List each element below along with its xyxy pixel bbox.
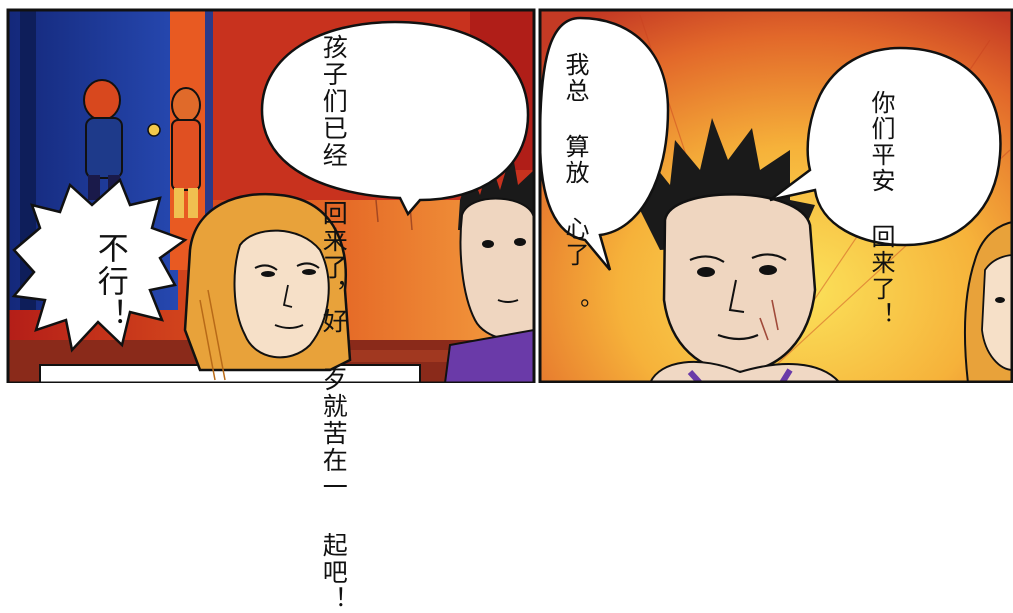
boy-thought-line: 我总	[561, 52, 589, 104]
welcome-speech-text: 你们平安 回来了！	[866, 90, 896, 328]
door-knob	[147, 123, 161, 137]
mother-speech-bubble	[260, 20, 530, 217]
mother-speech-text: 孩子们已经 回来了，好 歹就苦在一 起吧！	[318, 34, 349, 613]
panel-left	[8, 10, 534, 383]
mother-speech-line: 起吧！	[319, 532, 349, 613]
blonde-woman	[183, 192, 352, 381]
comic-artwork	[6, 8, 1013, 383]
shout-bubble	[11, 177, 188, 353]
panel-left-border	[6, 8, 536, 383]
child-red-figure	[171, 87, 201, 218]
boy-thought-line: 心了	[561, 216, 589, 268]
panel-right	[540, 10, 1013, 383]
welcome-speech-bubble	[769, 46, 1002, 247]
shout-text: 不行！	[90, 232, 129, 342]
mother-speech-line: 歹就苦在一	[319, 366, 349, 501]
welcome-speech-line: 回来了！	[867, 224, 895, 328]
boy-thought-text: 我总 算放 心了 。	[560, 52, 590, 324]
comic-strip: 孩子们已经 回来了，好 歹就苦在一 起吧！ 不行！ 我总 算放 心了 。 你们平…	[6, 8, 1013, 613]
welcome-speech-line: 你们平安	[867, 90, 895, 194]
boy-thought-bubble	[540, 16, 670, 271]
boy-thought-line: 算放	[561, 134, 589, 186]
mother-speech-line: 孩子们已经	[319, 34, 349, 169]
panel-right-border	[538, 8, 1013, 383]
boy-thought-line: 。	[561, 298, 589, 324]
main-boy	[640, 118, 842, 383]
shout-line: 不行！	[91, 232, 128, 331]
boy-left-panel	[443, 150, 534, 383]
mother-speech-line: 回来了，好	[319, 200, 349, 335]
